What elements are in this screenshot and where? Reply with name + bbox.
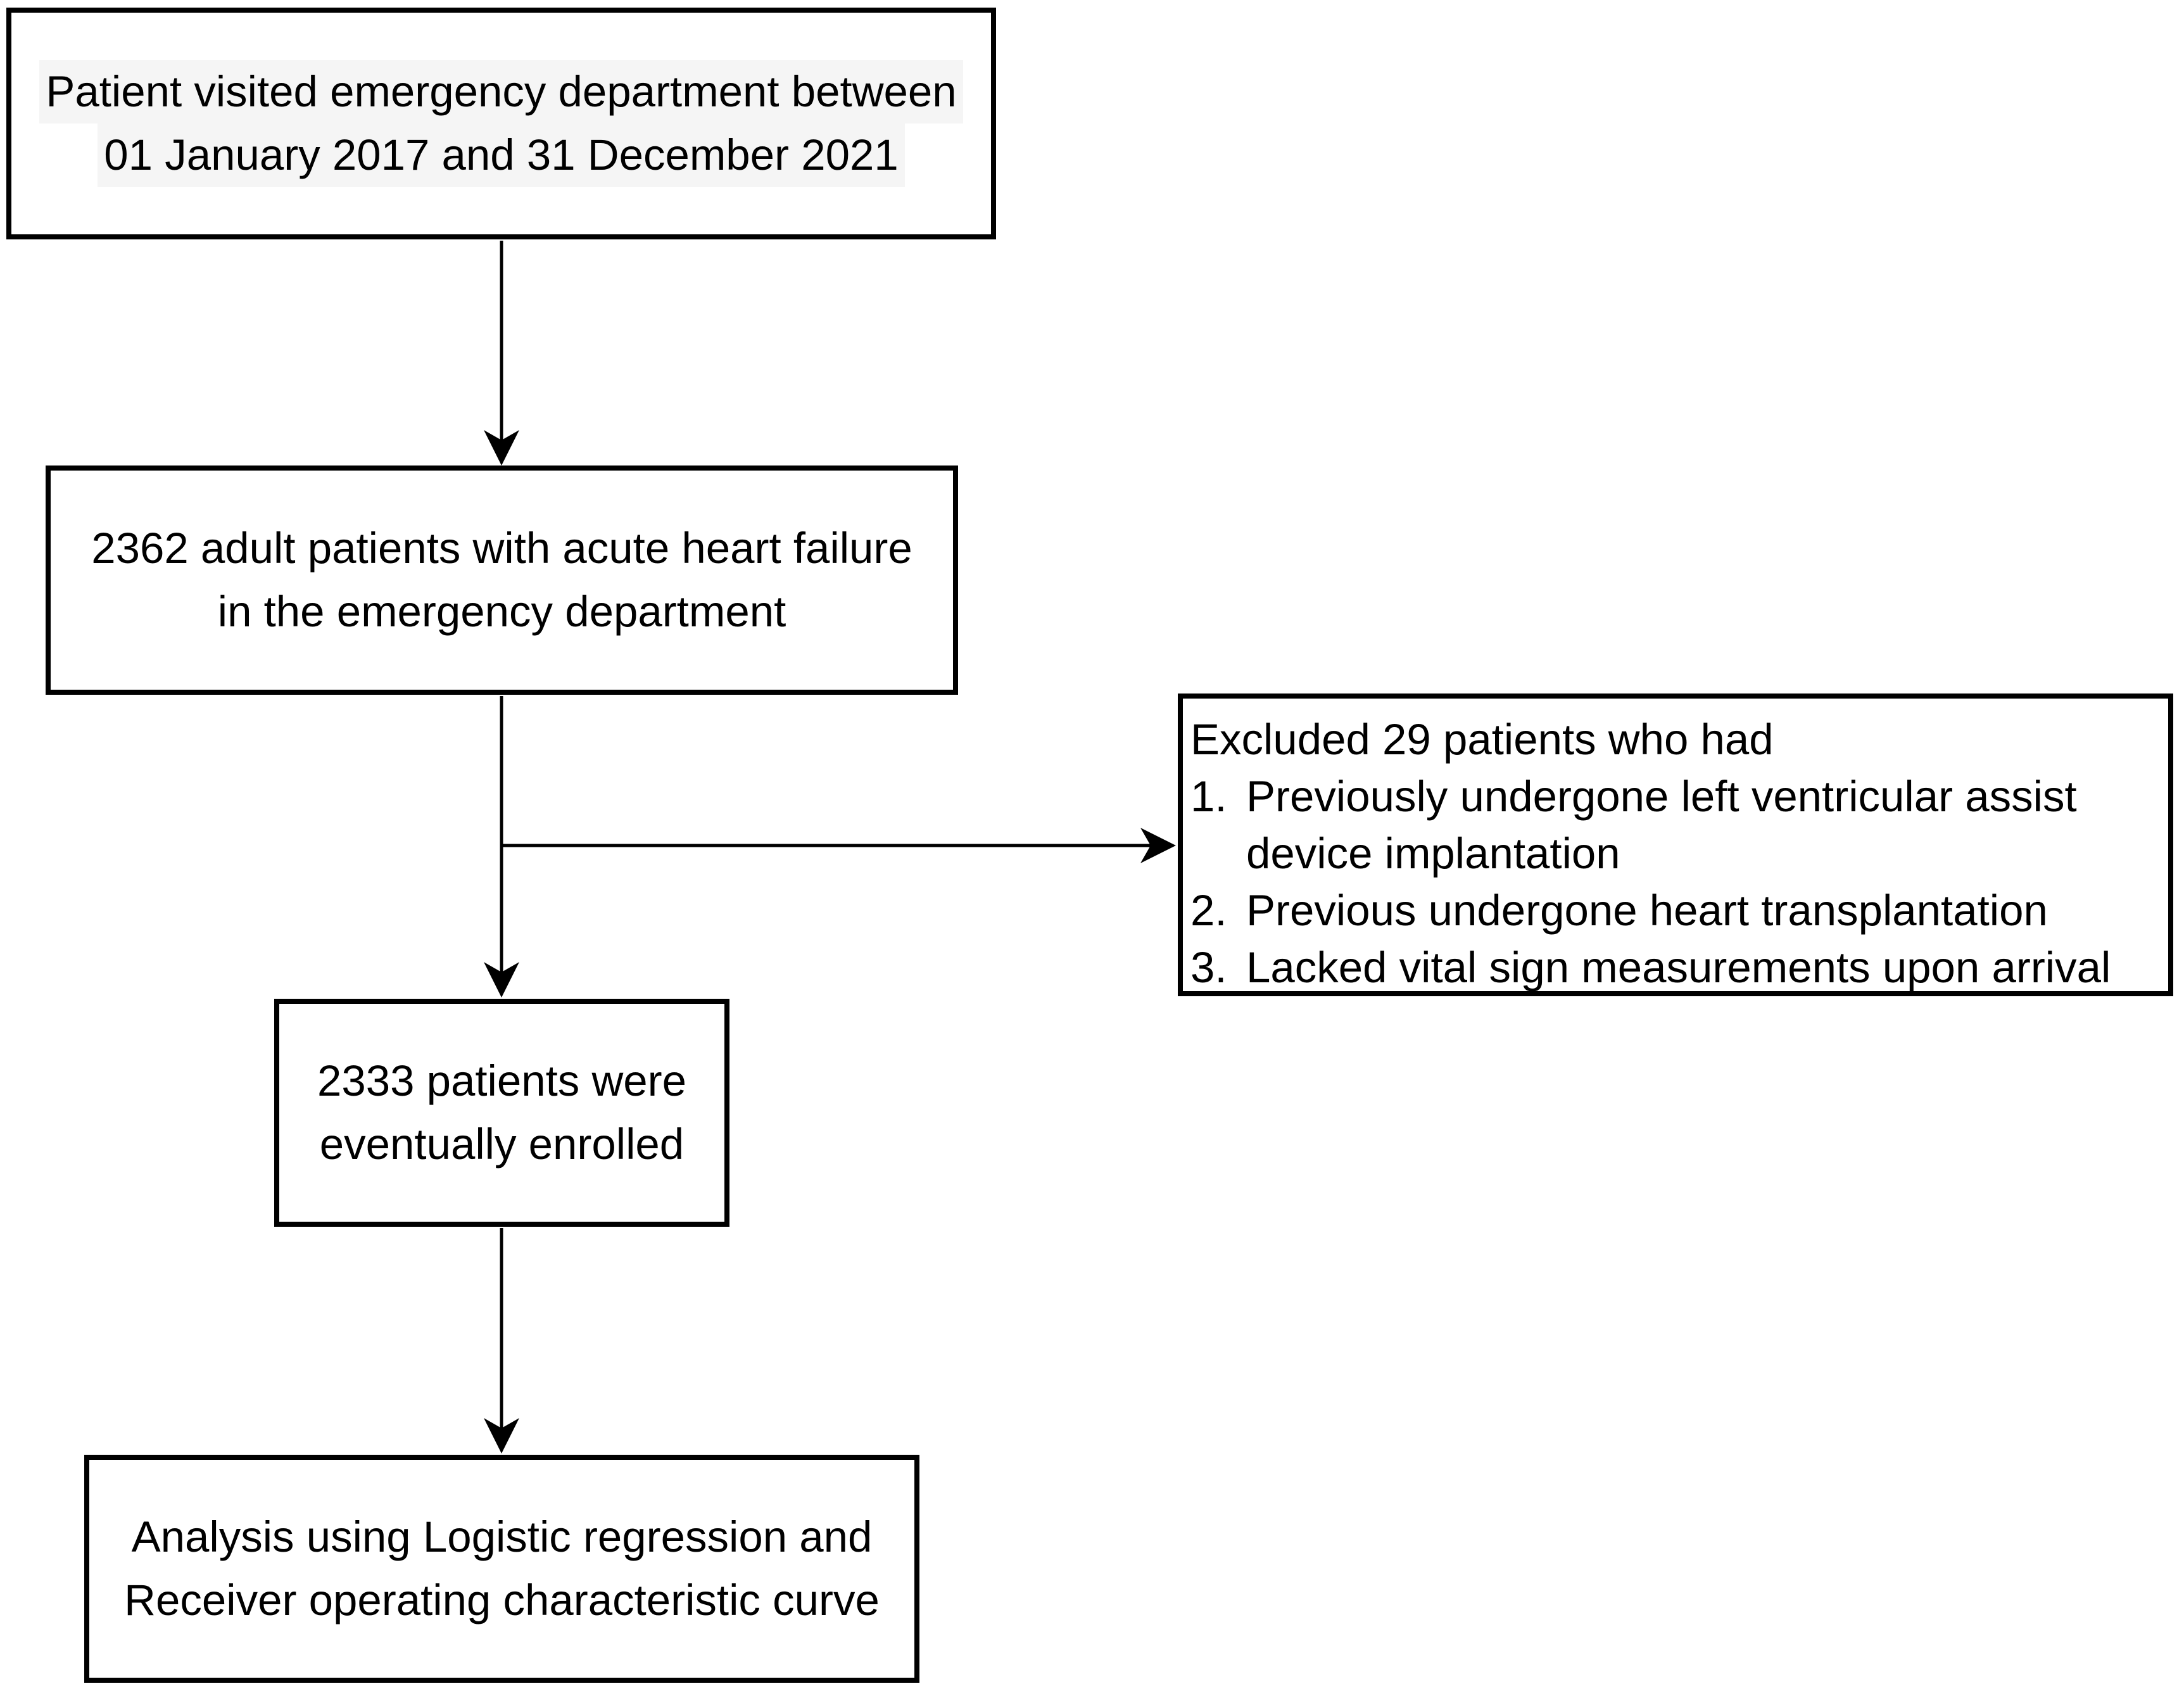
box-text-line: Receiver operating characteristic curve xyxy=(124,1576,880,1624)
arrowhead-right-icon xyxy=(1140,828,1176,863)
box-text-line: Analysis using Logistic regression and xyxy=(131,1512,873,1561)
flow-box-enrolled: 2333 patients were eventually enrolled xyxy=(274,999,729,1227)
flow-box-analysis: Analysis using Logistic regression and R… xyxy=(84,1455,919,1683)
excluded-item-text: Previous undergone heart transplantation xyxy=(1246,886,2048,935)
excluded-item-number: 3. xyxy=(1190,943,1227,992)
arrow-enrolled-to-analysis xyxy=(484,1228,519,1454)
flow-box-adult-ahf: 2362 adult patients with acute heart fai… xyxy=(46,466,958,695)
arrowhead-down-icon xyxy=(484,962,519,998)
arrow-edvisits-to-adult xyxy=(484,241,519,466)
arrowhead-down-icon xyxy=(484,430,519,466)
excluded-item-number: 1. xyxy=(1190,772,1227,821)
excluded-item: 2. Previous undergone heart transplantati… xyxy=(1190,882,2158,939)
excluded-item-number: 2. xyxy=(1190,886,1227,935)
excluded-item: 1. Previously undergone left ventricular … xyxy=(1190,768,2158,882)
excluded-item-text: Previously undergone left ventricular as… xyxy=(1246,772,2077,878)
box-text-line: 01 January 2017 and 31 December 2021 xyxy=(98,124,905,187)
excluded-item: 3. Lacked vital sign measurements upon ar… xyxy=(1190,939,2158,996)
box-text-line: 2362 adult patients with acute heart fai… xyxy=(91,524,912,573)
box-text-line: Patient visited emergency department bet… xyxy=(39,60,963,124)
arrow-adult-to-enrolled xyxy=(484,696,519,998)
flow-box-ed-visits: Patient visited emergency department bet… xyxy=(6,8,996,239)
box-text-line: eventually enrolled xyxy=(319,1120,685,1168)
arrow-branch-to-excluded xyxy=(502,828,1176,863)
excluded-header: Excluded 29 patients who had xyxy=(1190,715,1774,764)
arrowhead-down-icon xyxy=(484,1418,519,1454)
excluded-item-text: Lacked vital sign measurements upon arri… xyxy=(1246,943,2111,992)
box-text-line: 2333 patients were xyxy=(317,1056,687,1105)
box-text-line: in the emergency department xyxy=(217,587,786,636)
flow-box-excluded: Excluded 29 patients who had 1. Previousl… xyxy=(1178,694,2173,996)
